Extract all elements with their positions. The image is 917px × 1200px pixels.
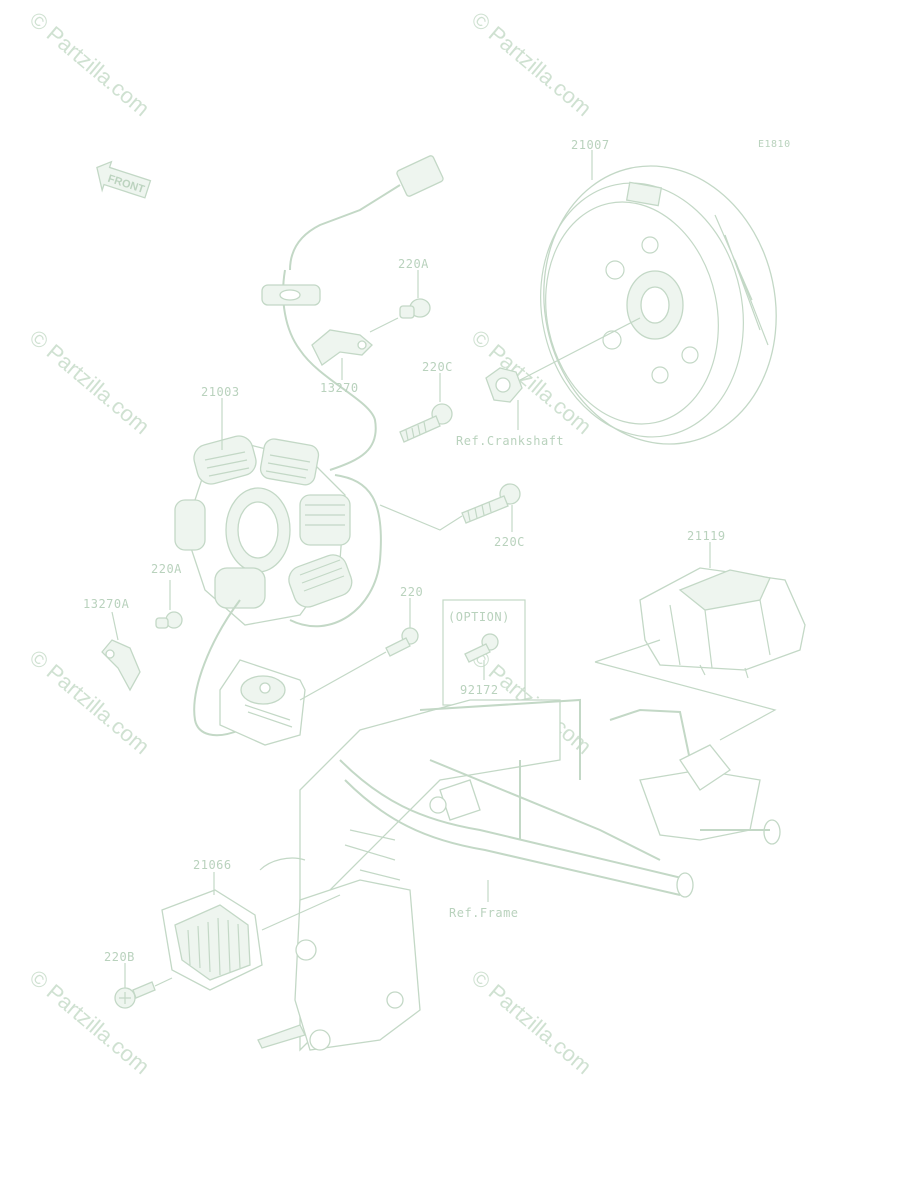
bolt-220[interactable] [385, 627, 419, 657]
part-label-220b[interactable]: 220B [104, 950, 135, 964]
part-label-92172[interactable]: 92172 [460, 683, 499, 697]
part-label-220a-top[interactable]: 220A [398, 257, 429, 271]
diagram-code: E1810 [758, 139, 791, 150]
bracket-13270a[interactable] [101, 639, 141, 692]
flywheel-nut [485, 317, 641, 403]
part-label-220[interactable]: 220 [400, 585, 423, 599]
watermark: © Partzilla.com [25, 325, 155, 439]
stator-21003[interactable] [174, 155, 444, 737]
bolt-220b[interactable] [114, 981, 156, 1009]
ref-crankshaft: Ref.Crankshaft [456, 434, 564, 448]
part-label-13270[interactable]: 13270 [320, 381, 359, 395]
option-label: (OPTION) [448, 610, 510, 624]
regulator-21119[interactable] [639, 567, 806, 679]
bolt-220c-mid[interactable] [461, 483, 521, 524]
part-label-21007[interactable]: 21007 [571, 138, 610, 152]
bolt-220a-left[interactable] [155, 611, 183, 629]
frame-assembly [257, 698, 781, 1052]
watermark: © Partzilla.com [467, 7, 597, 121]
bolt-92172[interactable] [464, 633, 499, 663]
flywheel-21007[interactable] [518, 144, 802, 466]
part-label-220a-left[interactable]: 220A [151, 562, 182, 576]
part-label-21119[interactable]: 21119 [687, 529, 726, 543]
part-label-21003[interactable]: 21003 [201, 385, 240, 399]
watermark: © Partzilla.com [25, 7, 155, 121]
part-label-13270a[interactable]: 13270A [83, 597, 130, 611]
part-label-220c-top[interactable]: 220C [422, 360, 453, 374]
front-arrow-icon: FRONT [96, 160, 152, 199]
watermark: © Partzilla.com [467, 965, 597, 1079]
option-box: (OPTION) 92172 [442, 599, 526, 706]
pickup-coil [219, 659, 306, 746]
watermark: © Partzilla.com [25, 965, 155, 1079]
bolt-220c-top[interactable] [399, 403, 453, 443]
bracket-13270[interactable] [311, 329, 373, 366]
part-label-21066[interactable]: 21066 [193, 858, 232, 872]
stator-coils [174, 435, 353, 609]
part-label-220c-mid[interactable]: 220C [494, 535, 525, 549]
bolt-220a-top[interactable] [399, 298, 431, 319]
ref-frame: Ref.Frame [449, 906, 519, 920]
rectifier-21066[interactable] [161, 889, 263, 991]
